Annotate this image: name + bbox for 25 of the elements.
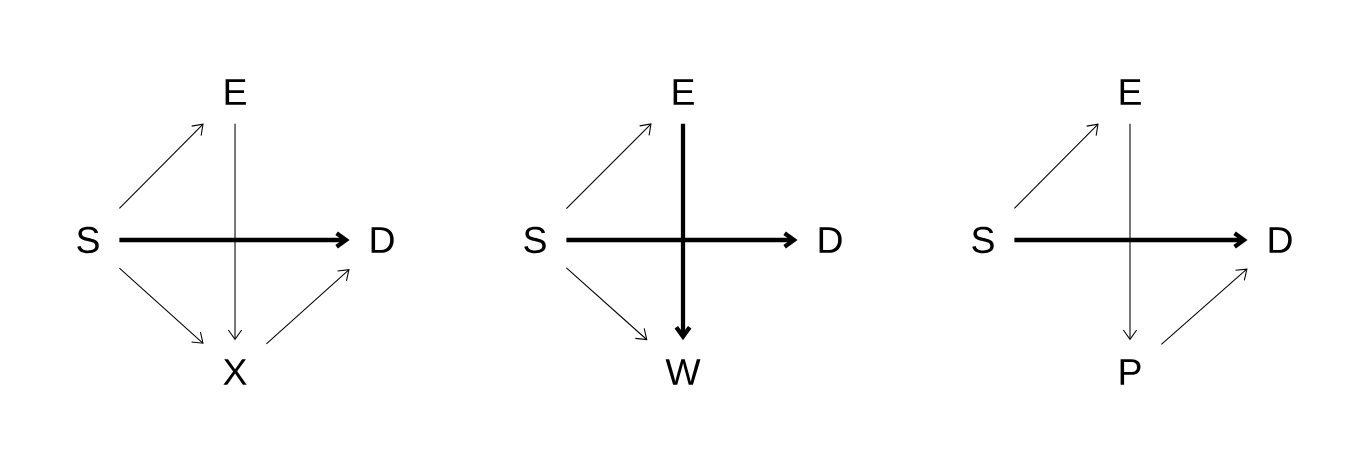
arrow [118,123,204,209]
node-letter: D [371,227,394,253]
node-letter: D [819,227,842,253]
node-letter: D [1269,227,1292,253]
arrow [1013,123,1099,209]
arrow [265,269,350,345]
arrow [1014,231,1248,249]
arrow [565,267,648,341]
node-letter: S [972,226,994,254]
arrow [227,123,243,341]
arrow [1122,123,1138,341]
arrow [674,123,692,341]
arrow [565,123,652,210]
node-letter: S [524,226,546,254]
arrow [118,267,204,344]
node-letter: X [223,359,247,385]
arrow [566,231,798,249]
node-letter: E [673,79,694,105]
arrow [1160,268,1248,345]
node-letter: S [77,226,99,254]
arrow [119,231,350,249]
node-letter: P [1120,359,1141,385]
node-letter: W [665,359,701,385]
node-letter: E [1120,79,1141,105]
node-letter: E [225,79,246,105]
